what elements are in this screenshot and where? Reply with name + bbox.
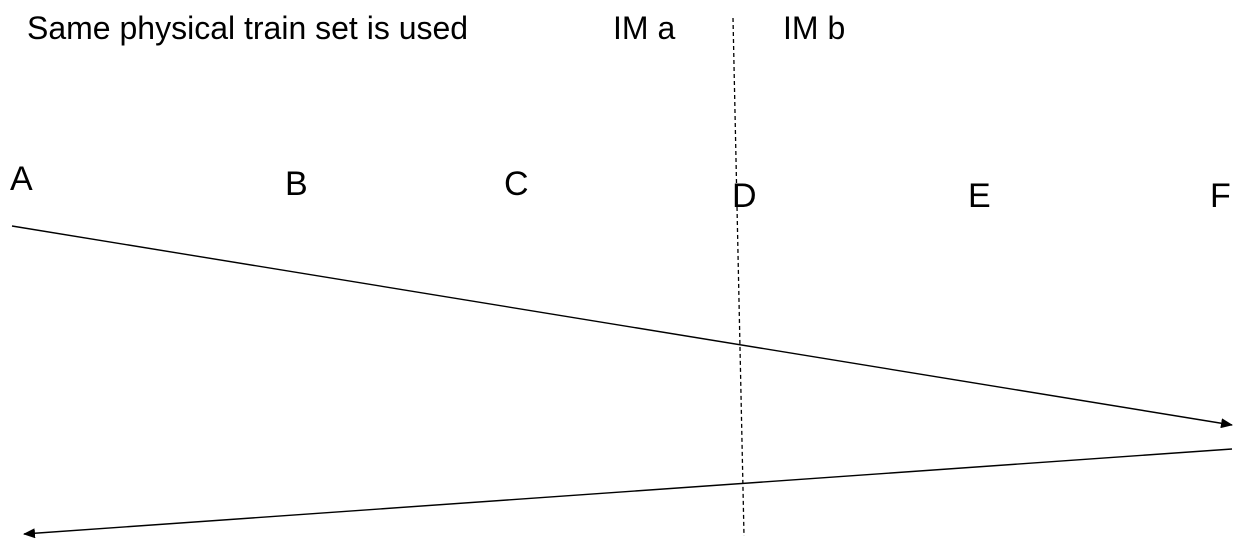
station-c-label: C — [504, 165, 529, 203]
outbound-train-arrow — [11, 225, 1233, 429]
station-e-label: E — [968, 177, 991, 215]
im-boundary-line — [732, 17, 745, 537]
im-a-label: IM a — [613, 10, 675, 46]
station-b-label: B — [285, 165, 308, 203]
station-f-label: F — [1210, 177, 1231, 215]
station-d-label: D — [732, 177, 757, 215]
station-a-label: A — [10, 160, 33, 198]
return-train-arrow — [23, 448, 1233, 539]
im-b-label: IM b — [783, 10, 845, 46]
diagram-title: Same physical train set is used — [27, 10, 468, 46]
